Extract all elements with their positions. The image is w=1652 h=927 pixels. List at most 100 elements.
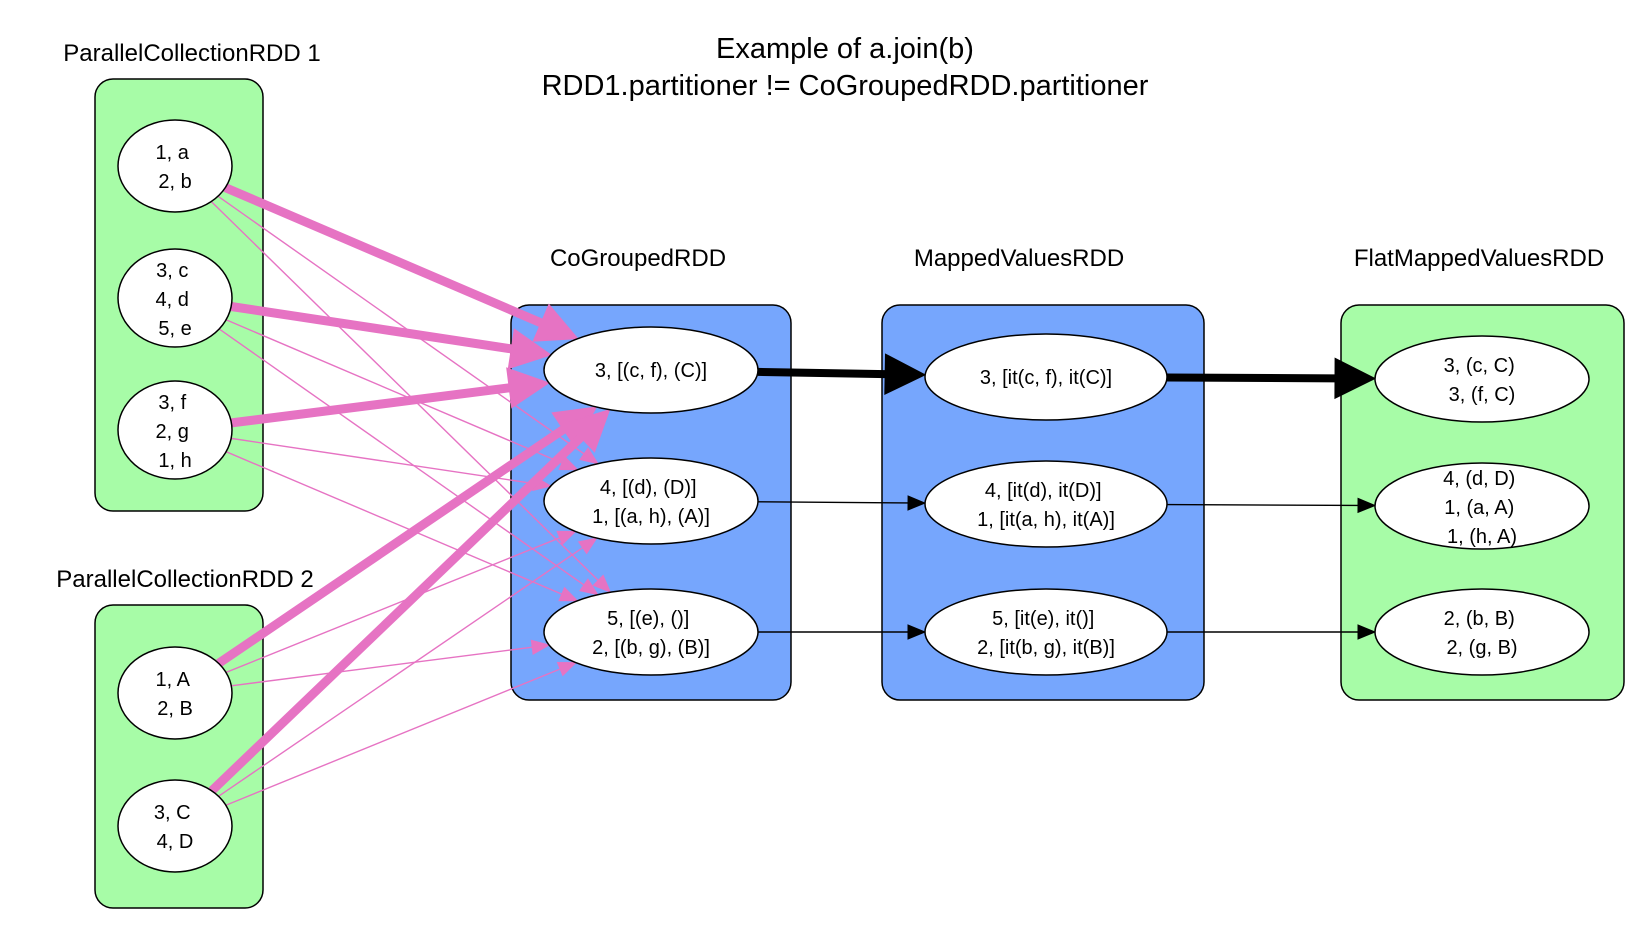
edge-line bbox=[231, 437, 534, 485]
record-line: 3, [(c, f), (C)] bbox=[595, 360, 707, 382]
partition-node bbox=[543, 326, 759, 414]
record-line: 4, d bbox=[156, 289, 189, 311]
partition-node bbox=[117, 646, 233, 740]
record-line: 2, b bbox=[158, 171, 191, 193]
partition-text: 1, a 2, b bbox=[156, 142, 195, 193]
edge-pc1-p1-to-cg-p1 bbox=[225, 319, 579, 471]
partition-node bbox=[924, 588, 1168, 676]
edge-pc2-p0-to-cg-p2 bbox=[231, 639, 551, 687]
record-line: 5, e bbox=[158, 318, 191, 340]
rdd-label-fm: FlatMappedValuesRDD bbox=[1354, 245, 1604, 272]
partition-mv-p0: 3, [it(c, f), it(C)] bbox=[924, 333, 1168, 421]
edge-line bbox=[210, 200, 599, 581]
partition-mv-p2: 5, [it(e), it()] 2, [it(b, g), it(B)] bbox=[924, 588, 1168, 676]
edge-pc1-p0-to-cg-p2 bbox=[210, 200, 612, 594]
edge-pc1-p2-to-cg-p1 bbox=[231, 437, 552, 492]
record-line: 1, (a, A) bbox=[1444, 497, 1514, 519]
record-line: 1, A bbox=[156, 669, 191, 691]
record-line: 1, [it(a, h), it(A)] bbox=[977, 509, 1115, 531]
edge-line bbox=[223, 183, 543, 328]
record-line: 1, h bbox=[158, 450, 191, 472]
edge-cg-p0-to-mv-p0 bbox=[757, 353, 927, 395]
rdd-label-cg: CoGroupedRDD bbox=[550, 245, 726, 272]
edge-arrowhead bbox=[1357, 497, 1377, 514]
record-line: 1, [(a, h), (A)] bbox=[592, 506, 710, 528]
record-line: 3, [it(c, f), it(C)] bbox=[980, 367, 1112, 389]
edge-pc1-p2-to-cg-p2 bbox=[225, 451, 579, 602]
edge-arrowhead bbox=[530, 639, 551, 655]
record-line: 2, (g, B) bbox=[1446, 637, 1517, 659]
edges-layer bbox=[208, 183, 1377, 806]
partition-node bbox=[924, 333, 1168, 421]
partition-node bbox=[117, 248, 233, 348]
partition-fm-p2: 2, (b, B) 2, (g, B) bbox=[1374, 588, 1590, 676]
edge-arrowhead bbox=[532, 303, 579, 342]
partition-pc1-p0: 1, a 2, b bbox=[117, 119, 233, 213]
partition-node bbox=[1374, 335, 1590, 423]
record-line: 2, [it(b, g), it(B)] bbox=[977, 637, 1115, 659]
edge-cg-p1-to-mv-p1 bbox=[757, 495, 927, 511]
edge-line bbox=[1166, 373, 1336, 383]
edge-line bbox=[217, 195, 585, 455]
partition-text: 3, f 2, g 1, h bbox=[156, 392, 195, 472]
edge-pc2-p1-to-cg-p1 bbox=[218, 537, 598, 797]
title-line-2: RDD1.partitioner != CoGroupedRDD.partiti… bbox=[542, 70, 1149, 102]
record-line: 1, a bbox=[156, 142, 190, 164]
partition-text: 5, [it(e), it()] 2, [it(b, g), it(B)] bbox=[977, 608, 1115, 659]
partition-text: 4, [(d), (D)] 1, [(a, h), (A)] bbox=[592, 477, 710, 528]
record-line: 3, f bbox=[158, 392, 186, 414]
edge-pc2-p1-to-cg-p0 bbox=[208, 408, 611, 795]
partition-node bbox=[1374, 462, 1590, 550]
partition-text: 3, C 4, D bbox=[154, 802, 196, 853]
edge-arrowhead bbox=[907, 495, 927, 511]
partition-pc2-p0: 1, A 2, B bbox=[117, 646, 233, 740]
edge-line bbox=[225, 451, 563, 595]
edge-line bbox=[1166, 503, 1359, 507]
edge-cg-p2-to-mv-p2 bbox=[758, 624, 927, 640]
edge-arrowhead bbox=[592, 574, 612, 594]
partition-node bbox=[543, 457, 759, 545]
partition-text: 3, (c, C) 3, (f, C) bbox=[1444, 355, 1521, 406]
partition-pc1-p1: 3, c 4, d 5, e bbox=[117, 248, 233, 348]
edge-pc1-p0-to-cg-p1 bbox=[217, 195, 600, 465]
edge-arrowhead bbox=[556, 530, 577, 546]
partition-text: 2, (b, B) 2, (g, B) bbox=[1444, 608, 1521, 659]
rdd-label-pc1: ParallelCollectionRDD 1 bbox=[63, 40, 320, 67]
partition-text: 3, [it(c, f), it(C)] bbox=[980, 367, 1112, 389]
edge-arrowhead bbox=[556, 662, 578, 677]
edge-line bbox=[757, 367, 886, 379]
partition-fm-p0: 3, (c, C) 3, (f, C) bbox=[1374, 335, 1590, 423]
record-line: 4, [(d), (D)] bbox=[600, 477, 697, 499]
record-line: 3, (f, C) bbox=[1449, 384, 1516, 406]
edge-arrowhead bbox=[577, 537, 598, 555]
partition-fm-p1: 4, (d, D) 1, (a, A) 1, (h, A) bbox=[1374, 462, 1590, 550]
record-line: 5, [(e), ()] bbox=[607, 608, 689, 630]
rdd-label-mv: MappedValuesRDD bbox=[914, 245, 1124, 272]
rdd-label-pc2: ParallelCollectionRDD 2 bbox=[56, 566, 313, 593]
edge-line bbox=[231, 646, 533, 687]
edge-arrowhead bbox=[579, 578, 599, 596]
record-line: 3, C bbox=[154, 802, 191, 824]
edge-arrowhead bbox=[565, 408, 611, 453]
record-line: 4, (d, D) bbox=[1443, 468, 1515, 490]
partition-text: 1, A 2, B bbox=[156, 669, 195, 720]
edge-arrowhead bbox=[579, 447, 600, 465]
record-line: 2, [(b, g), (B)] bbox=[592, 637, 710, 659]
partition-node bbox=[924, 460, 1168, 548]
partition-node bbox=[117, 119, 233, 213]
edge-mv-p0-to-fm-p0 bbox=[1166, 357, 1377, 400]
record-line: 2, (b, B) bbox=[1444, 608, 1515, 630]
partition-pc1-p2: 3, f 2, g 1, h bbox=[117, 380, 233, 480]
partition-mv-p1: 4, [it(d), it(D)] 1, [it(a, h), it(A)] bbox=[924, 460, 1168, 548]
edge-line bbox=[208, 434, 584, 795]
partition-cg-p2: 5, [(e), ()] 2, [(b, g), (B)] bbox=[543, 588, 759, 676]
partition-cg-p1: 4, [(d), (D)] 1, [(a, h), (A)] bbox=[543, 457, 759, 545]
record-line: 3, c bbox=[156, 260, 188, 282]
edge-arrowhead bbox=[506, 367, 551, 409]
edge-line bbox=[225, 319, 563, 464]
edge-pc1-p2-to-cg-p0 bbox=[230, 367, 551, 428]
edge-arrowhead bbox=[1357, 624, 1377, 640]
edge-pc2-p1-to-cg-p2 bbox=[225, 662, 578, 806]
partition-text: 3, [(c, f), (C)] bbox=[595, 360, 707, 382]
